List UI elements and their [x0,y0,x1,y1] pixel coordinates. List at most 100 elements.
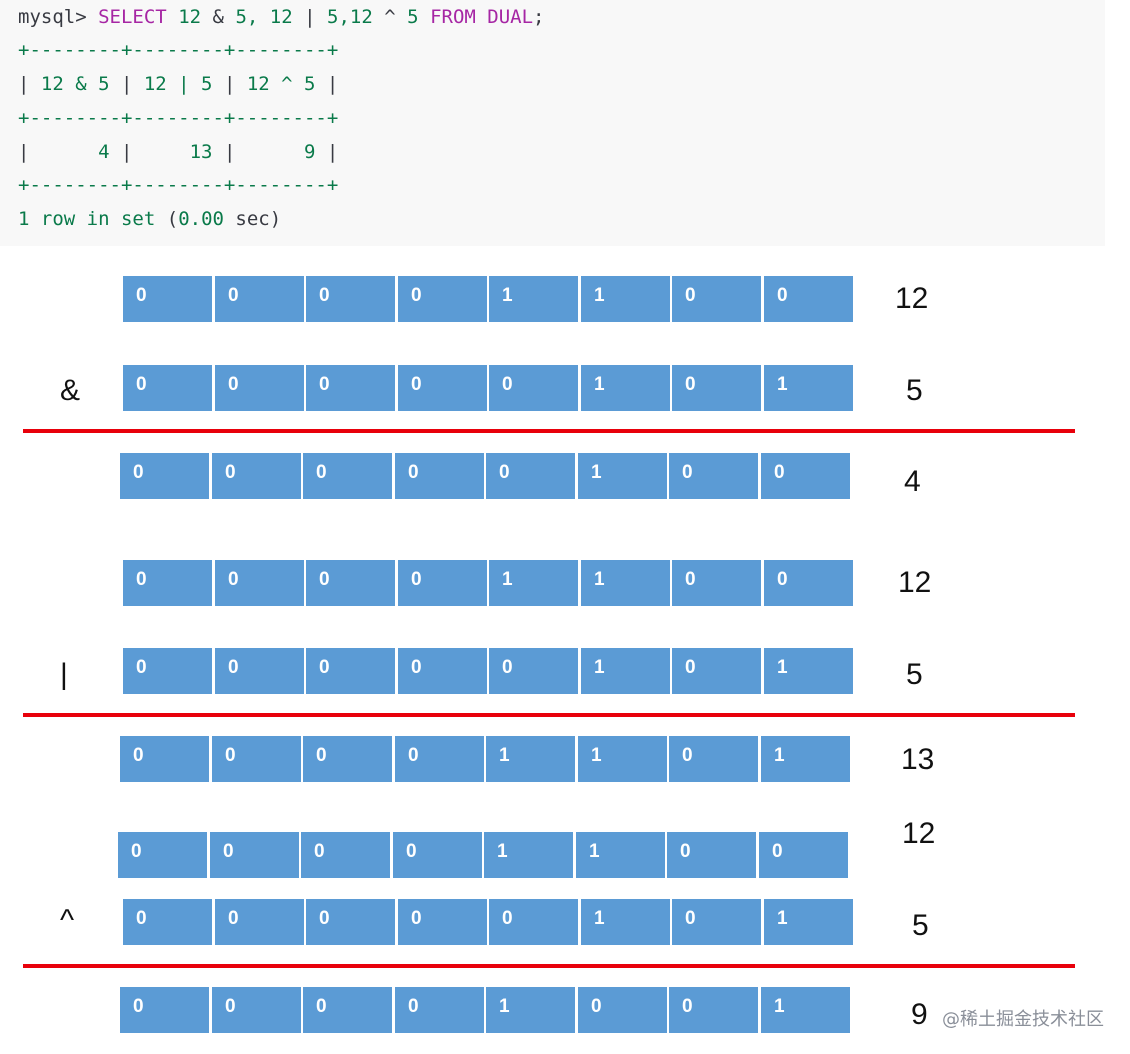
bit-cell: 0 [395,987,484,1033]
bit-cell: 0 [667,832,756,878]
decimal-value-label: 5 [906,374,923,407]
bit-cell: 0 [489,899,578,945]
bit-cell: 1 [489,560,578,606]
or-right-and-xor-left-operand: 5,12 [327,6,373,28]
bit-cell: 0 [123,648,212,694]
decimal-value-label: 12 [902,817,936,850]
decimal-value-label: 5 [906,658,923,691]
result-and: 4 [98,141,110,163]
xor-operator-label: ^ [60,904,75,937]
or-operator-label: | [60,658,68,691]
xor-result-divider [23,964,1075,968]
bit-cell: 0 [215,899,304,945]
bit-cell: 0 [395,453,484,499]
or-left-operand: 12 [269,6,293,28]
bit-cell: 0 [123,899,212,945]
summary-line: 1 row in set (0.00 sec) [18,208,282,230]
xor-operator: ^ [384,6,396,28]
bit-cell: 0 [212,453,301,499]
bit-cell: 0 [489,365,578,411]
time-unit: sec [235,208,270,230]
and-operator-label: & [60,374,81,407]
bit-cell: 0 [303,987,392,1033]
bit-cell: 1 [486,987,575,1033]
bit-cell: 0 [672,560,761,606]
bit-cell: 0 [761,453,850,499]
bit-cell: 0 [215,648,304,694]
bit-cell: 0 [578,987,667,1033]
decimal-value-label: 12 [898,566,932,599]
bit-cell: 0 [212,736,301,782]
bit-cell: 1 [578,453,667,499]
or-operator: | [304,6,316,28]
bit-cell: 0 [123,365,212,411]
bit-cell: 0 [210,832,299,878]
bit-cell: 0 [306,899,395,945]
header-xor: 12 ^ 5 [246,73,316,95]
bit-cell: 1 [581,365,670,411]
from-keyword: FROM [430,6,476,28]
and-result-divider [23,429,1075,433]
bit-cell: 0 [123,560,212,606]
bit-cell: 0 [212,987,301,1033]
header-and: 12 & 5 [40,73,110,95]
semicolon: ; [533,6,545,28]
and-operator: & [212,6,224,28]
bit-cell: 0 [118,832,207,878]
bit-cell: 1 [761,736,850,782]
mysql-prompt: mysql> [18,6,87,28]
decimal-value-label: 9 [911,998,928,1031]
bit-cell: 1 [764,648,853,694]
bit-cell: 1 [581,276,670,322]
select-keyword: SELECT [98,6,167,28]
bit-cell: 0 [759,832,848,878]
bit-cell: 0 [393,832,482,878]
bit-cell: 1 [581,899,670,945]
bit-cell: 0 [398,560,487,606]
bit-cell: 1 [489,276,578,322]
decimal-value-label: 13 [901,743,935,776]
bit-cell: 0 [672,276,761,322]
bit-cell: 1 [581,648,670,694]
bit-cell: 0 [306,365,395,411]
and-right-operand: 5, [235,6,259,28]
bit-cell: 0 [306,276,395,322]
bit-cell: 0 [120,453,209,499]
elapsed-time: 0.00 [178,208,224,230]
sql-code-block: mysql> SELECT 12 & 5, 12 | 5,12 ^ 5 FROM… [0,0,1105,246]
bit-cell: 1 [581,560,670,606]
row-count: 1 [18,208,30,230]
bit-cell: 0 [764,560,853,606]
row-in-set-text: row in set [40,208,156,230]
bit-cell: 1 [484,832,573,878]
bit-cell: 0 [672,899,761,945]
bit-cell: 0 [120,987,209,1033]
decimal-value-label: 4 [904,465,921,498]
decimal-value-label: 12 [895,282,929,315]
bit-cell: 1 [764,365,853,411]
table-result-row: | 4 | 13 | 9 | [18,141,339,163]
bit-cell: 0 [215,365,304,411]
bit-cell: 0 [395,736,484,782]
bit-cell: 0 [489,648,578,694]
bit-cell: 0 [215,560,304,606]
bit-cell: 0 [303,453,392,499]
table-border-bottom: +--------+--------+--------+ [18,174,339,196]
bit-cell: 0 [215,276,304,322]
bit-cell: 1 [761,987,850,1033]
bit-cell: 0 [669,987,758,1033]
site-watermark: @稀土掘金技术社区 [942,1009,1104,1030]
header-or: 12 | 5 [143,73,213,95]
bit-cell: 0 [306,560,395,606]
table-header-row: | 12 & 5 | 12 | 5 | 12 ^ 5 | [18,73,339,95]
bit-cell: 0 [398,276,487,322]
